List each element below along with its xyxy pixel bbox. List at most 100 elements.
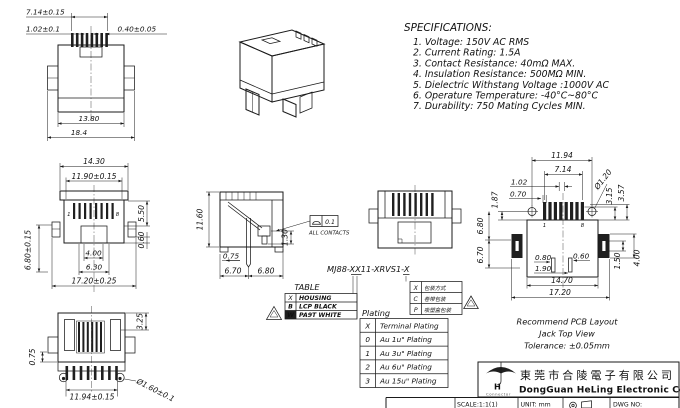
pcb-caption: Recommend PCB Layout Jack Top View Toler… [517, 317, 619, 351]
spec-item: 7. Durability: 750 Mating Cycles MIN. [413, 101, 586, 112]
dim-label: 11.94 [551, 151, 573, 160]
dim-label: 6.30 [86, 263, 103, 272]
dim-label: 7.14±0.15 [26, 8, 65, 17]
dim-label: 0.40±0.05 [118, 25, 157, 34]
rear-geometry [47, 306, 136, 392]
logo-caption: Connector [486, 392, 511, 397]
side-geometry [219, 191, 284, 268]
dim-label: 14.70 [551, 276, 573, 285]
table-cell: Au 6u" Plating [379, 363, 432, 372]
table-cell: 0 [365, 335, 370, 344]
table-cell: Terminal Plating [380, 321, 439, 330]
table-cell: 2 [365, 363, 370, 372]
table-cell: Au 1u" Plating [379, 335, 432, 344]
dim-label: 0.60 [573, 252, 590, 261]
projection-symbol-icon [571, 403, 575, 408]
view-bottom [368, 185, 462, 255]
dim-label: 3.15 [605, 187, 614, 204]
table-cell: X [287, 295, 293, 302]
table-cell: X [364, 321, 371, 330]
rohs-triangle-icon [463, 295, 479, 309]
table-cell: 卷带包装 [424, 296, 446, 303]
dim-label: 1.02 [511, 178, 528, 187]
dim-label: 0.70 [510, 190, 527, 199]
table-cell: 3 [365, 377, 370, 386]
table-cell: W [287, 312, 295, 319]
spec-item: 1. Voltage: 150V AC RMS [413, 37, 529, 48]
contact-flatness-note: 0.1 ALL CONTACTS [275, 215, 350, 237]
table-cell: C [414, 296, 419, 303]
dim-label: 1.50 [613, 252, 622, 269]
logo-letter: H [494, 382, 501, 392]
part-number: MJ88-XX11-XRVS1-X [327, 264, 410, 274]
company-logo-icon: H Connector [486, 362, 516, 397]
front-top-geometry [47, 26, 135, 120]
projection-symbol-icon [581, 400, 592, 408]
dim-label: 17.20 [549, 288, 571, 297]
table-cell: B [288, 304, 293, 311]
dim-label: 1.02±0.1 [26, 25, 60, 34]
bottom-geometry [368, 185, 462, 255]
dim-label: 11.60 [196, 208, 205, 230]
pin-number: 8 [581, 223, 585, 229]
view-pcb-layout: 1 8 11.94 7.14 1.02 0.70 1.87 Ø1.20 [476, 151, 642, 351]
table-cell: PA9T WHITE [299, 312, 342, 319]
dim-label: 11.90±0.15 [71, 172, 116, 181]
dim-label: 4.00 [633, 249, 642, 266]
table-cell: 包装方式 [424, 285, 446, 292]
pin-number: 8 [116, 212, 120, 218]
dim-label: 6.70 [225, 267, 242, 276]
isometric-geometry [238, 29, 326, 118]
specifications-block: SPECIFICATIONS: 1. Voltage: 150V AC RMS … [404, 22, 610, 112]
company-name-en: DongGuan HeLing Electronic Co.,LTD [519, 386, 680, 396]
dim-label: 1.30 [281, 229, 290, 246]
plating-table: Plating X Terminal Plating 0 Au 1u" Plat… [359, 308, 449, 388]
dim-label: 0.60 [137, 231, 146, 248]
table-cell: P [414, 307, 418, 314]
housing-table-title: TABLE [294, 282, 320, 292]
pcb-geometry: 1 8 [511, 193, 610, 292]
side-dimensions: 11.60 1.30 0.75 6.70 6.80 [196, 191, 294, 279]
dim-label: 6.80 [476, 217, 485, 234]
packing-table: X 包装方式 C 卷带包装 P 吸塑盒包装 [409, 281, 463, 315]
dim-label: 11.94±0.15 [69, 393, 114, 402]
specifications-title: SPECIFICATIONS: [404, 22, 492, 34]
plating-table-title: Plating [362, 308, 390, 318]
view-front-top: 7.14±0.15 1.02±0.1 0.40±0.05 13.80 18.4 [26, 8, 167, 141]
spec-item: 4. Insulation Resistance: 500MΩ MIN. [413, 69, 586, 80]
tolerance-label: ALL CONTACTS [308, 231, 350, 237]
front-main-dimensions: 14.30 11.90±0.15 5.50 0.60 6.80±0.15 4.0… [24, 157, 150, 289]
table-cell: X [413, 285, 419, 292]
view-isometric [238, 29, 326, 118]
dim-label: Ø1.60±0.1 [134, 376, 176, 403]
dim-label: 6.70 [476, 246, 485, 263]
dim-label: 0.75 [223, 252, 240, 261]
dim-label: 1.90 [535, 264, 552, 273]
projection-symbol-icon [569, 401, 577, 408]
dim-label: 17.20±0.25 [71, 277, 116, 286]
rear-dimensions: 3.25 0.75 11.94±0.15 Ø1.60±0.1 [28, 312, 176, 404]
tolerance-value: 0.1 [325, 219, 335, 226]
dim-label: 7.14 [555, 165, 572, 174]
dim-label: 0.75 [28, 348, 37, 365]
title-block-bottom-row: SCALE:1:1(1) UNIT: mm DWG NO: [385, 362, 680, 408]
table-cell: 1 [365, 349, 370, 358]
dim-label: 6.80 [258, 267, 275, 276]
dim-label: 14.30 [83, 157, 105, 166]
rohs-triangle-icon [265, 305, 283, 320]
spec-item: 2. Current Rating: 1.5A [413, 48, 520, 59]
dim-label: 3.57 [617, 184, 626, 201]
pcb-caption-line: Tolerance: ±0.05mm [524, 341, 610, 351]
front-top-dimensions: 7.14±0.15 1.02±0.1 0.40±0.05 13.80 18.4 [26, 8, 167, 141]
spec-item: 6. Operature Temperature: -40°C~80°C [413, 91, 599, 102]
dim-label: 13.80 [79, 114, 100, 123]
pcb-dimensions: 11.94 7.14 1.02 0.70 1.87 Ø1.20 3.15 3.5… [476, 151, 642, 301]
table-cell: 吸塑盒包装 [424, 307, 452, 314]
dim-label: 18.4 [71, 128, 88, 137]
table-cell: HOUSING [299, 295, 331, 302]
dim-label: 1.87 [491, 191, 500, 208]
housing-table: TABLE X HOUSING B LCP BLACK W PA9T WHITE [284, 282, 358, 320]
scale-label: SCALE:1:1(1) [457, 402, 498, 408]
pin-number: 1 [543, 223, 546, 229]
